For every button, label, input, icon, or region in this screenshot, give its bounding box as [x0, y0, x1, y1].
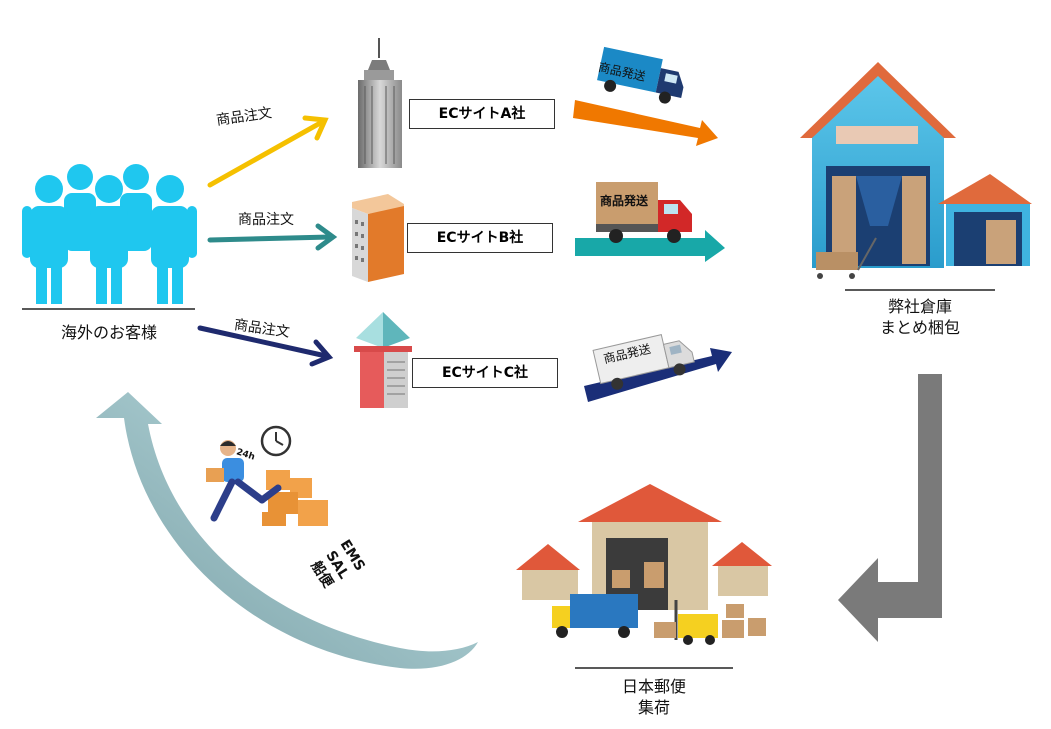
order-label-b: 商品注文 [238, 212, 294, 228]
warehouse-label-line1: 弊社倉庫 [887, 297, 952, 316]
ec-site-b-building-icon [352, 194, 404, 282]
ec-site-c-building-icon [354, 312, 412, 408]
customers-icon [22, 164, 197, 304]
shipment-arrow-b [575, 230, 725, 262]
post-label: 日本郵便 集荷 [575, 676, 733, 718]
delivery-person-icon [206, 425, 328, 526]
warehouse-label-line2: まとめ梱包 [879, 318, 960, 337]
order-arrow-b [207, 223, 338, 251]
shipment-label-b: 商品発送 [600, 194, 649, 208]
post-label-line1: 日本郵便 [621, 677, 686, 696]
warehouse-label: 弊社倉庫 まとめ梱包 [845, 296, 995, 338]
ec-site-a-label: ECサイトA社 [409, 99, 555, 129]
order-arrow-a [207, 115, 329, 188]
japan-post-warehouse-icon [516, 484, 772, 645]
customers-label: 海外のお客様 [60, 323, 157, 342]
shipment-arrow-a [573, 100, 718, 146]
truck-c-icon [592, 334, 695, 390]
return-to-customer-arrow [96, 392, 478, 669]
truck-b-icon [596, 182, 692, 243]
ec-site-b-label: ECサイトB社 [407, 223, 553, 253]
shipment-arrow-c [584, 348, 732, 402]
ec-site-a-building-icon [358, 38, 402, 168]
company-warehouse-icon [800, 62, 1032, 279]
post-label-line2: 集荷 [637, 698, 670, 717]
warehouse-to-post-arrow [838, 374, 942, 642]
order-arrow-c [197, 325, 334, 367]
truck-a-icon [597, 46, 684, 104]
ec-site-c-label: ECサイトC社 [412, 358, 558, 388]
